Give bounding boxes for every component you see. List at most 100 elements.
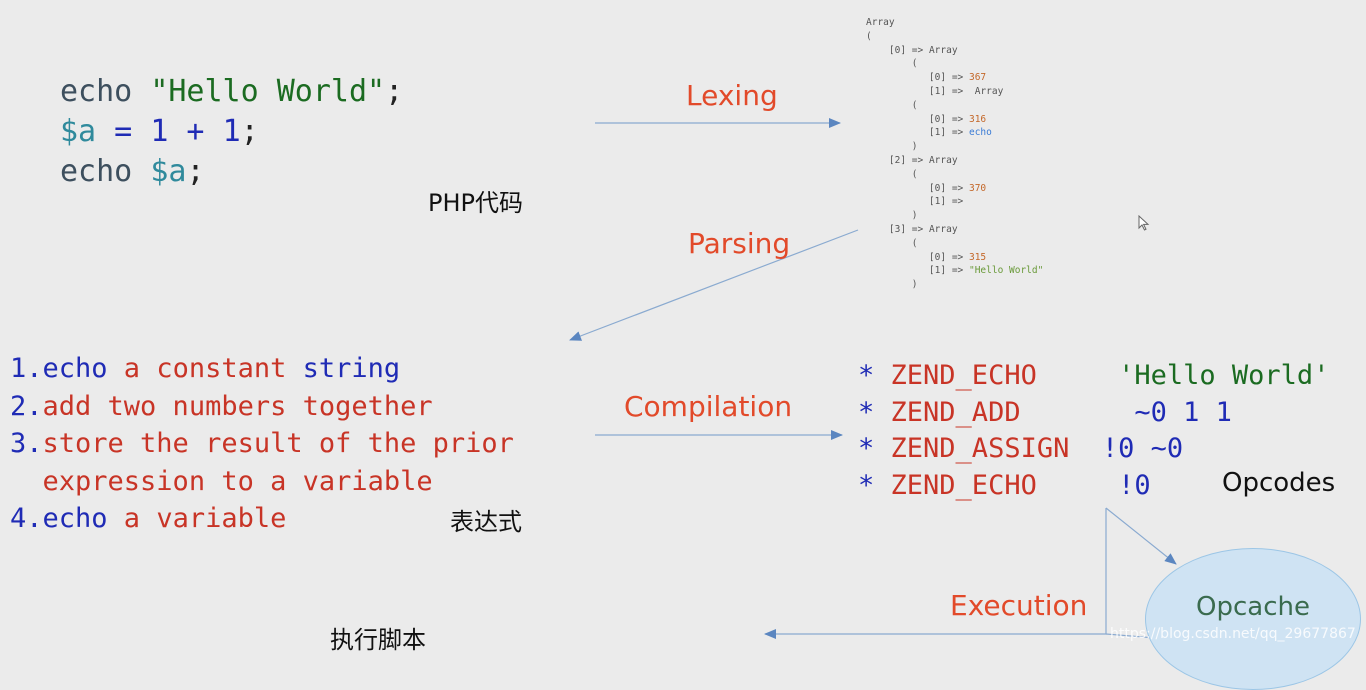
opcode-operand: !0 xyxy=(1118,469,1151,501)
execution-label: Execution xyxy=(950,589,1088,622)
dump-line: ( xyxy=(866,99,1043,113)
dump-array: Array xyxy=(974,85,1004,97)
expression-text: a variable xyxy=(107,503,287,534)
dump-arrow: => xyxy=(946,85,969,97)
php-code-block: echo "Hello World";$a = 1 + 1;echo $a; xyxy=(60,72,403,192)
expression-text: store the result of the prior xyxy=(42,428,514,459)
dump-line: [0] => 316 xyxy=(866,113,1043,127)
dump-line: [0] => 370 xyxy=(866,182,1043,196)
dump-key: [0] xyxy=(928,72,947,84)
expression-keyword: echo xyxy=(42,503,108,534)
parsing-arrow xyxy=(569,229,859,341)
php-assign-op: = xyxy=(96,114,151,149)
dump-line: [3] => Array xyxy=(866,223,1043,237)
watermark: https://blog.csdn.net/qq_29677867 xyxy=(1110,626,1356,642)
execute-script-caption: 执行脚本 xyxy=(330,626,426,654)
dump-line: [0] => 367 xyxy=(866,71,1043,85)
opcode-name: ZEND_ADD xyxy=(890,396,1021,428)
expression-text: expression to a variable xyxy=(42,465,433,497)
opcode-to-opcache-arrow xyxy=(1105,507,1177,565)
opcode-name: ZEND_ASSIGN xyxy=(890,433,1070,464)
dump-array: Array xyxy=(928,154,958,166)
dump-arrow: => xyxy=(946,251,969,263)
php-semicolon: ; xyxy=(385,74,404,109)
opcode-bullet: * xyxy=(858,396,875,428)
dump-arrow: => xyxy=(946,72,969,84)
dump-line: ( xyxy=(866,30,872,42)
dump-token-id: 370 xyxy=(968,182,987,194)
mouse-cursor-icon xyxy=(1138,215,1150,231)
parsing-label: Parsing xyxy=(688,227,791,260)
dump-line: [1] => Array xyxy=(866,85,1043,99)
dump-arrow: => xyxy=(906,154,929,166)
php-number: 1 xyxy=(150,114,169,149)
dump-key: [0] xyxy=(888,44,907,56)
php-semicolon: ; xyxy=(186,154,205,189)
opcode-bullet: * xyxy=(858,433,875,464)
php-variable: $a xyxy=(60,114,97,149)
opcache-label: Opcache xyxy=(1196,592,1310,622)
php-echo-keyword: echo xyxy=(60,154,133,189)
php-string-literal: "Hello World" xyxy=(150,74,386,109)
dump-array: Array xyxy=(928,223,958,235)
expression-index: 3. xyxy=(10,428,43,459)
dump-array: Array xyxy=(928,44,958,56)
expression-text: a constant xyxy=(107,353,303,384)
dump-key: [1] xyxy=(928,127,947,139)
opcode-operand: 'Hello World' xyxy=(1118,360,1330,391)
opcode-row: * ZEND_ECHO 'Hello World' xyxy=(858,358,1329,395)
dump-arrow: => xyxy=(906,44,929,56)
opcode-name: ZEND_ECHO xyxy=(890,469,1037,501)
expression-index: 1. xyxy=(10,353,43,384)
dump-token-id: 315 xyxy=(968,251,987,263)
dump-line: [0] => 315 xyxy=(866,251,1043,265)
dump-paren: ( xyxy=(911,58,918,70)
opcode-name: ZEND_ECHO xyxy=(890,360,1037,391)
php-number: 1 xyxy=(222,114,241,149)
dump-line: ( xyxy=(866,168,1043,182)
php-code-caption: PHP代码 xyxy=(428,189,523,217)
expression-keyword: echo xyxy=(42,353,108,384)
dump-arrow: => xyxy=(946,196,969,208)
opcode-list: * ZEND_ECHO 'Hello World'* ZEND_ADD ~0 1… xyxy=(858,358,1329,504)
php-echo-keyword: echo xyxy=(60,74,133,109)
opcode-operand: ~0 1 1 xyxy=(1134,396,1232,428)
dump-key: [0] xyxy=(928,251,947,263)
dump-key: [1] xyxy=(928,265,947,277)
dump-line: [0] => Array xyxy=(866,44,1043,58)
expression-index: 4. xyxy=(10,503,43,534)
opcodes-caption: Opcodes xyxy=(1222,468,1336,498)
opcode-bullet: * xyxy=(858,360,875,391)
opcode-operand: !0 ~0 xyxy=(1101,433,1184,464)
dump-line: ) xyxy=(866,209,1043,223)
opcode-bullet: * xyxy=(858,469,875,501)
opcode-row: * ZEND_ASSIGN !0 ~0 xyxy=(858,431,1329,468)
lexing-label: Lexing xyxy=(686,79,778,112)
php-line-3: echo $a; xyxy=(60,152,403,192)
dump-paren: ( xyxy=(911,168,918,180)
dump-paren: ) xyxy=(911,141,918,153)
dump-token-value: "Hello World" xyxy=(968,265,1044,277)
dump-line: ) xyxy=(866,278,1043,292)
dump-token-id: 367 xyxy=(968,72,987,84)
dump-line: ( xyxy=(866,237,1043,251)
php-line-1: echo "Hello World"; xyxy=(60,72,403,112)
dump-key: [2] xyxy=(888,154,907,166)
dump-key: [3] xyxy=(888,223,907,235)
dump-line: Array xyxy=(866,17,895,28)
dump-key: [1] xyxy=(928,196,947,208)
expression-item: 2.add two numbers together xyxy=(10,388,514,426)
expression-text: add two numbers together xyxy=(42,390,433,422)
php-variable: $a xyxy=(150,154,187,189)
dump-token-id: 316 xyxy=(968,113,987,125)
compilation-label: Compilation xyxy=(624,390,793,423)
expression-item: 1.echo a constant string xyxy=(10,350,514,388)
dump-arrow: => xyxy=(946,182,969,194)
expressions-caption: 表达式 xyxy=(450,508,522,536)
dump-line: [1] => echo xyxy=(866,126,1043,140)
dump-line: [1] => "Hello World" xyxy=(866,264,1043,278)
expression-keyword: string xyxy=(302,353,401,384)
expression-index: 2. xyxy=(10,390,43,422)
dump-line: ) xyxy=(866,140,1043,154)
dump-paren: ) xyxy=(911,279,918,291)
